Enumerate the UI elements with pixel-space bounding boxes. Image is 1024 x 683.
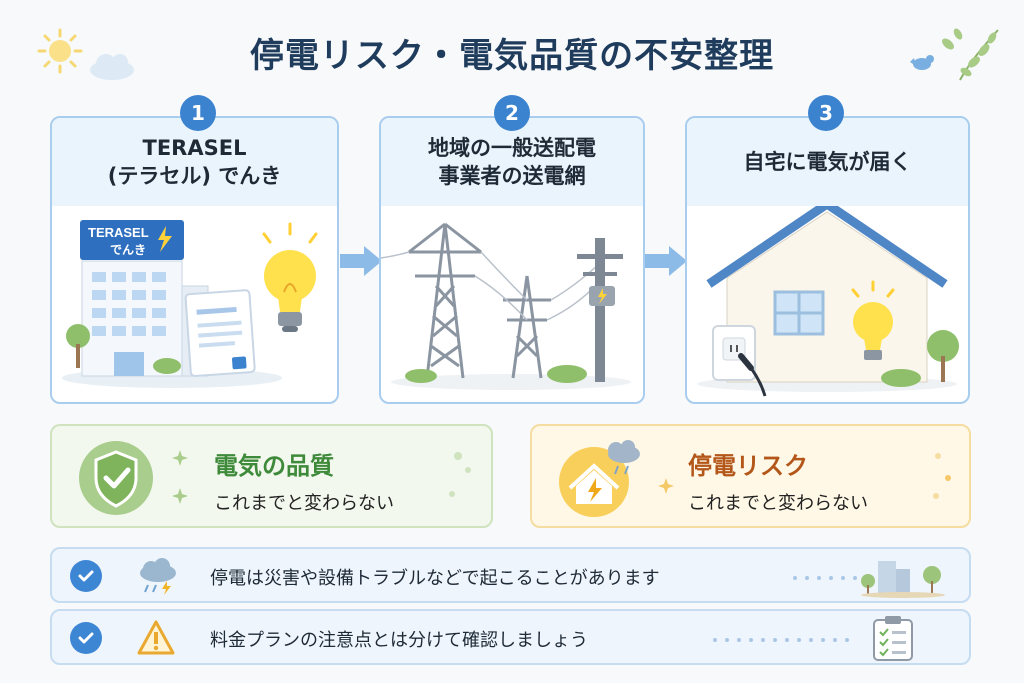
lightbulb-icon [851,280,895,360]
dots-decoration-icon [933,453,951,499]
bird-branch-icon [910,28,999,81]
checklist-clipboard-icon [873,616,913,661]
sparkle-icon [172,450,188,504]
outage-risk-title: 停電リスク [688,452,808,480]
storm-cloud-icon [140,558,176,595]
quality-subtitle: これまでと変わらない [214,493,394,514]
sun-cloud-icon [37,28,134,80]
step-3-number: 3 [808,95,844,131]
step-3-title: 自宅に電気が届く [743,149,912,174]
house-lightning-icon [559,440,640,517]
check-icon [70,622,102,654]
quality-summary-card: 電気の品質 これまでと変わらない [50,424,493,528]
step-1-number: 1 [180,95,216,131]
step-1-card: TERASEL (テラセル) でんき TERASEL でんき [50,116,339,404]
step-2-header: 地域の一般送配電 事業者の送電網 [381,118,643,206]
outage-risk-subtitle: これまでと変わらない [688,493,868,514]
step-2-number: 2 [494,95,530,131]
step-2-subtitle: 事業者の送電網 [438,164,586,188]
house-icon [697,199,959,397]
page-title: 停電リスク・電気品質の不安整理 [249,36,775,76]
sparkle-icon [658,478,674,494]
note-plan-text: 料金プランの注意点とは分けて確認しましょう [210,630,588,651]
company-building-icon: TERASEL でんき [62,220,318,388]
check-icon [70,560,102,592]
arrow-right-icon [340,246,382,276]
note-row-plan: 料金プランの注意点とは分けて確認しましょう [50,609,971,665]
outage-risk-summary-card: 停電リスク これまでと変わらない [530,424,971,528]
arrow-right-icon [645,246,687,276]
sign-line-1: TERASEL [88,225,149,240]
step-1-subtitle: (テラセル) でんき [107,164,282,188]
dotted-line-icon [793,576,857,580]
step-3-card: 自宅に電気が届く [685,116,970,404]
step-2-card: 地域の一般送配電 事業者の送電網 [379,116,645,404]
quality-title: 電気の品質 [214,452,334,480]
warning-icon [137,620,175,655]
sign-line-2: でんき [110,243,146,257]
step-2-title: 地域の一般送配電 [428,135,596,160]
dots-decoration-icon [449,452,471,497]
town-icon [861,561,945,598]
transmission-grid-illustration [381,206,643,402]
note-outage-text: 停電は災害や設備トラブルなどで起こることがあります [210,568,660,589]
note-row-outage: 停電は災害や設備トラブルなどで起こることがあります [50,547,971,603]
lightbulb-icon [262,222,318,332]
step-3-header: 自宅に電気が届く [687,118,968,206]
shield-check-icon [79,441,153,515]
home-illustration [687,199,968,402]
dotted-line-icon [713,638,849,642]
step-1-title: TERASEL [142,135,247,160]
power-company-illustration: TERASEL でんき [52,206,337,402]
step-1-header: TERASEL (テラセル) でんき [52,118,337,206]
power-tower-icon [381,222,631,390]
